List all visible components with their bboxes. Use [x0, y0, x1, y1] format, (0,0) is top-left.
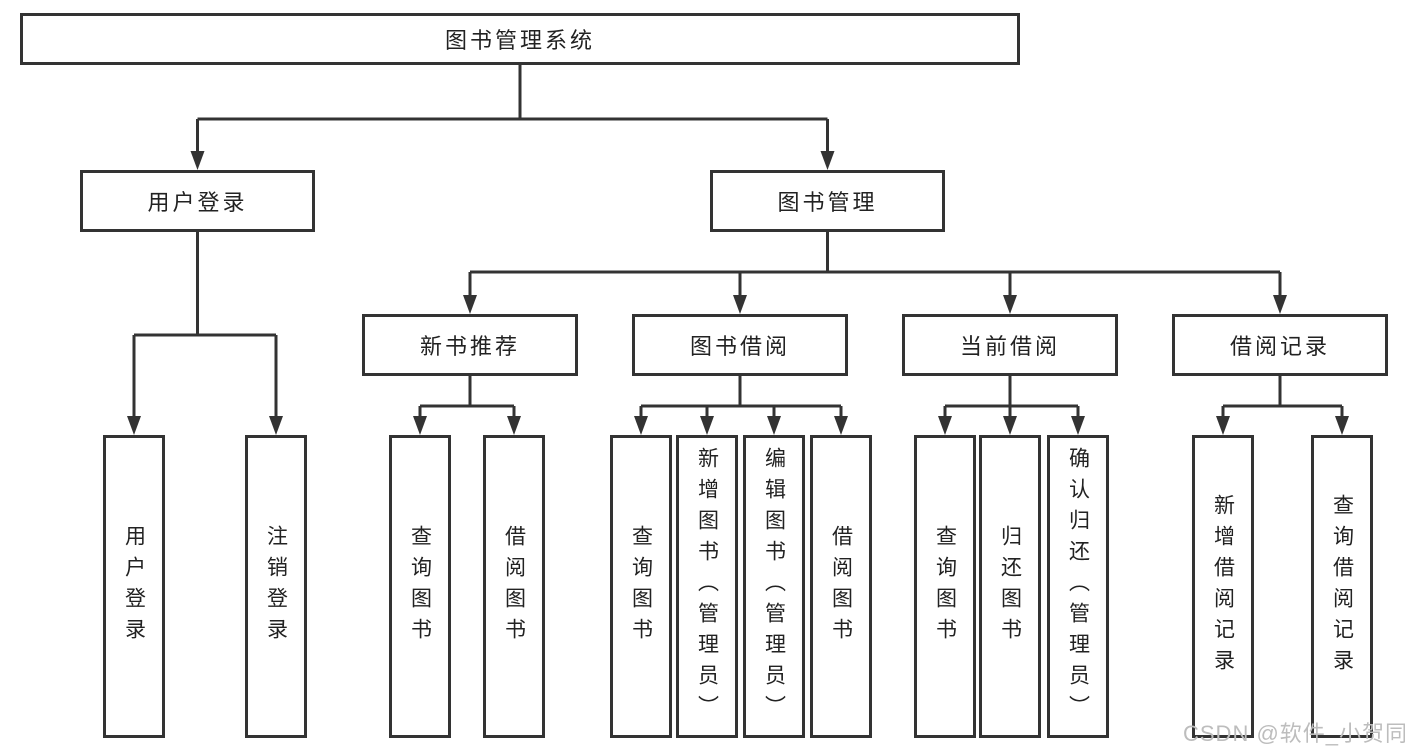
node-user-login: 用户登录: [80, 170, 315, 232]
leaf-add-book-admin: 新增图书（管理员）: [676, 435, 738, 738]
node-label: 查询图书: [629, 524, 653, 649]
node-label: 归还图书: [998, 524, 1022, 649]
node-label: 借阅记录: [1229, 334, 1330, 359]
node-library-management-system: 图书管理系统: [20, 13, 1020, 65]
node-label: 当前借阅: [959, 334, 1060, 359]
leaf-edit-book-admin: 编辑图书（管理员）: [743, 435, 805, 738]
node-new-book-recommend: 新书推荐: [362, 314, 578, 376]
node-label: 确认归还（管理员）: [1066, 447, 1090, 726]
node-book-management: 图书管理: [710, 170, 945, 232]
node-label: 查询借阅记录: [1330, 493, 1354, 680]
leaf-query-books-current: 查询图书: [914, 435, 976, 738]
node-book-borrow: 图书借阅: [632, 314, 848, 376]
leaf-user-login: 用户登录: [103, 435, 165, 738]
node-label: 新增图书（管理员）: [695, 447, 719, 726]
node-label: 图书管理系统: [444, 28, 595, 53]
leaf-borrow-books: 借阅图书: [483, 435, 545, 738]
node-current-borrow: 当前借阅: [902, 314, 1118, 376]
node-label: 查询图书: [408, 524, 432, 649]
leaf-add-borrow-record: 新增借阅记录: [1192, 435, 1254, 738]
leaf-query-books-borrow: 查询图书: [610, 435, 672, 738]
node-label: 用户登录: [122, 524, 146, 649]
leaf-logout: 注销登录: [245, 435, 307, 738]
csdn-watermark: CSDN @软件_小贺同学: [1183, 721, 1405, 746]
node-label: 借阅图书: [502, 524, 526, 649]
leaf-query-borrow-record: 查询借阅记录: [1311, 435, 1373, 738]
node-label: 新书推荐: [419, 334, 520, 359]
node-borrow-record: 借阅记录: [1172, 314, 1388, 376]
node-label: 新增借阅记录: [1211, 493, 1235, 680]
node-label: 用户登录: [147, 190, 248, 215]
leaf-return-books: 归还图书: [979, 435, 1041, 738]
node-label: 图书管理: [777, 190, 878, 215]
node-label: 查询图书: [933, 524, 957, 649]
node-label: 图书借阅: [689, 334, 790, 359]
node-label: 注销登录: [264, 524, 288, 649]
leaf-query-books: 查询图书: [389, 435, 451, 738]
node-label: 借阅图书: [829, 524, 853, 649]
leaf-borrow-books-2: 借阅图书: [810, 435, 872, 738]
leaf-confirm-return-admin: 确认归还（管理员）: [1047, 435, 1109, 738]
node-label: 编辑图书（管理员）: [762, 447, 786, 726]
